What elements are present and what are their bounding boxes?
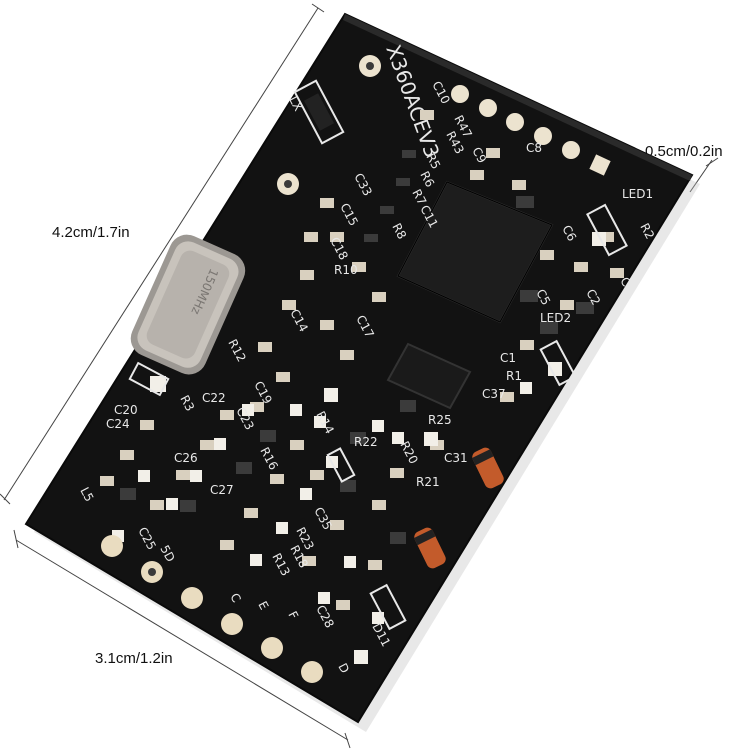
diode-2 (413, 527, 446, 569)
bottom-pads (101, 535, 323, 683)
diode-1 (471, 447, 504, 489)
svg-text:C9: C9 (469, 145, 489, 166)
svg-text:R21: R21 (416, 475, 440, 489)
dimension-lines (0, 3, 719, 749)
svg-text:C37: C37 (482, 387, 506, 401)
svg-text:R8: R8 (389, 221, 409, 242)
width-dimension-label: 3.1cm/1.2in (95, 650, 173, 667)
svg-text:C3: C3 (617, 275, 637, 296)
svg-text:R1: R1 (506, 369, 522, 383)
regulator-chip (386, 342, 472, 410)
svg-text:C1: C1 (500, 351, 516, 365)
main-chip (396, 180, 554, 324)
svg-text:C26: C26 (174, 451, 198, 465)
svg-text:C31: C31 (444, 451, 468, 465)
svg-text:C2: C2 (583, 287, 603, 308)
thickness-dimension-label: 0.5cm/0.2in (645, 143, 723, 160)
svg-text:C22: C22 (202, 391, 226, 405)
svg-text:LX: LX (286, 94, 305, 114)
crystal-oscillator: 150MHz (130, 234, 246, 375)
svg-text:C6: C6 (559, 223, 579, 244)
svg-text:C24: C24 (106, 417, 130, 431)
svg-text:R2: R2 (637, 221, 657, 242)
svg-text:R7: R7 (409, 187, 429, 208)
lx-inductor (293, 79, 345, 145)
svg-text:C5: C5 (533, 287, 553, 308)
svg-text:R22: R22 (354, 435, 378, 449)
length-dimension-label: 4.2cm/1.7in (52, 224, 130, 241)
svg-text:C27: C27 (210, 483, 234, 497)
svg-text:LED1: LED1 (622, 187, 653, 201)
pcb-board (24, 12, 694, 724)
svg-text:R10: R10 (334, 263, 358, 277)
top-pads (277, 55, 611, 195)
svg-text:L5: L5 (77, 485, 96, 504)
svg-text:C8: C8 (526, 141, 542, 155)
smd-components (100, 110, 624, 664)
svg-text:5D: 5D (157, 543, 177, 564)
svg-text:C20: C20 (114, 403, 138, 417)
svg-text:R5: R5 (423, 151, 443, 172)
svg-text:R3: R3 (177, 393, 197, 414)
svg-text:R6: R6 (417, 169, 437, 190)
svg-text:R25: R25 (428, 413, 452, 427)
svg-text:LED2: LED2 (540, 311, 571, 325)
led-outlines (128, 203, 628, 631)
